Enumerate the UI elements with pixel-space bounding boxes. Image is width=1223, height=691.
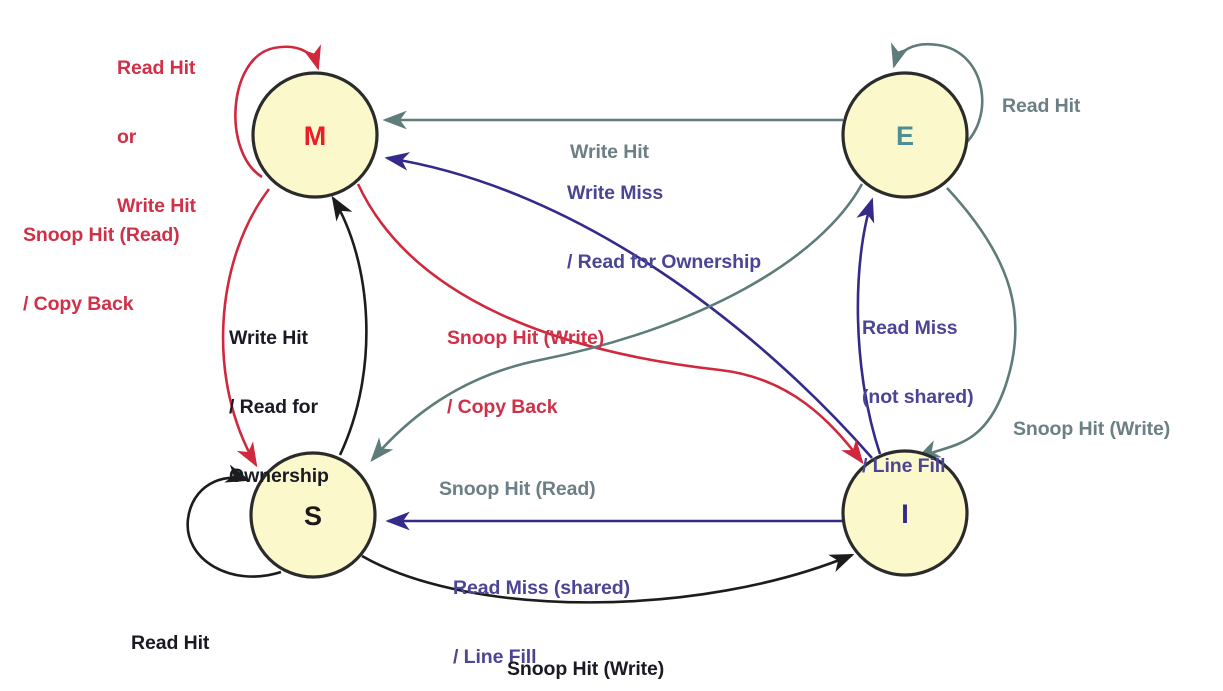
edge-label-m-self-line2: or bbox=[117, 126, 137, 148]
edge-label-s-to-m-line2: / Read for bbox=[229, 396, 318, 418]
edge-s-self-loop bbox=[186, 464, 282, 578]
edge-label-s-self-line1: Read Hit bbox=[131, 632, 210, 654]
edge-label-e-to-m: Write Hit bbox=[570, 95, 649, 210]
edge-label-i-to-s-line2: / Line Fill bbox=[453, 646, 537, 668]
state-label-e: E bbox=[896, 121, 914, 151]
edge-label-i-to-m-line1: Write Miss bbox=[567, 182, 664, 204]
edge-label-i-to-m-line2: / Read for Ownership bbox=[567, 251, 762, 273]
edge-label-i-to-e: Read Miss (not shared) / Line Fill bbox=[862, 271, 974, 524]
edge-label-m-to-i-line2: / Copy Back bbox=[447, 396, 558, 418]
edge-e-to-s bbox=[370, 183, 864, 462]
edge-label-s-to-m: Write Hit / Read for Ownership bbox=[229, 281, 329, 534]
state-node-s[interactable] bbox=[249, 451, 377, 579]
edge-label-s-to-i: Snoop Hit (Write) bbox=[507, 612, 664, 691]
edge-label-e-self: Read Hit bbox=[1002, 49, 1080, 164]
edge-label-m-to-s-line1: Snoop Hit (Read) bbox=[23, 224, 180, 246]
edge-label-i-to-e-line3: / Line Fill bbox=[862, 455, 946, 477]
edge-label-i-to-m: Write Miss / Read for Ownership bbox=[567, 136, 761, 320]
edge-label-m-self-line3: Write Hit bbox=[117, 195, 196, 217]
edge-label-e-to-s: Snoop Hit (Read) bbox=[439, 432, 596, 547]
edge-label-e-to-i-line1: Snoop Hit (Write) bbox=[1013, 418, 1171, 440]
edge-label-m-to-s-line2: / Copy Back bbox=[23, 293, 134, 315]
edge-label-e-to-m-line1: Write Hit bbox=[570, 141, 649, 163]
edge-label-m-self-line1: Read Hit bbox=[117, 57, 196, 79]
edge-i-to-m bbox=[384, 152, 873, 459]
edge-label-m-to-i: Snoop Hit (Write) / Copy Back bbox=[447, 281, 604, 465]
edge-label-s-to-m-line3: Ownership bbox=[229, 465, 329, 487]
state-node-m[interactable] bbox=[251, 71, 379, 199]
edge-m-to-i bbox=[356, 183, 864, 465]
edge-label-i-to-s-line1: Read Miss (shared) bbox=[453, 577, 631, 599]
edge-label-e-self-line1: Read Hit bbox=[1002, 95, 1081, 117]
edge-m-to-s bbox=[221, 188, 271, 468]
edge-m-self-loop bbox=[234, 44, 321, 179]
edge-s-to-i bbox=[361, 553, 855, 604]
state-label-s: S bbox=[304, 501, 322, 531]
edge-label-s-to-m-line1: Write Hit bbox=[229, 327, 308, 349]
edge-e-self-loop bbox=[891, 42, 984, 150]
edge-label-e-to-i: Snoop Hit (Write) bbox=[1013, 372, 1170, 487]
edge-label-m-to-s: Snoop Hit (Read) / Copy Back bbox=[23, 178, 180, 362]
edge-label-i-to-e-line2: (not shared) bbox=[862, 386, 974, 408]
edge-label-i-to-e-line1: Read Miss bbox=[862, 317, 958, 339]
state-node-e[interactable] bbox=[841, 71, 969, 199]
edge-label-e-to-s-line1: Snoop Hit (Read) bbox=[439, 478, 596, 500]
edge-label-m-self: Read Hit or Write Hit bbox=[117, 11, 196, 264]
state-node-i[interactable] bbox=[841, 449, 969, 577]
state-label-i: I bbox=[901, 499, 909, 529]
edge-label-i-to-s: Read Miss (shared) / Line Fill bbox=[453, 531, 630, 691]
edge-s-to-m bbox=[331, 195, 368, 456]
edge-i-to-e bbox=[856, 197, 882, 455]
state-label-m: M bbox=[304, 121, 327, 151]
edge-e-to-i bbox=[915, 187, 1017, 460]
edge-label-s-to-i-line1: Snoop Hit (Write) bbox=[507, 658, 665, 680]
edge-label-s-self: Read Hit or Snoop Hit (Read) bbox=[131, 586, 288, 691]
edge-label-m-to-i-line1: Snoop Hit (Write) bbox=[447, 327, 605, 349]
